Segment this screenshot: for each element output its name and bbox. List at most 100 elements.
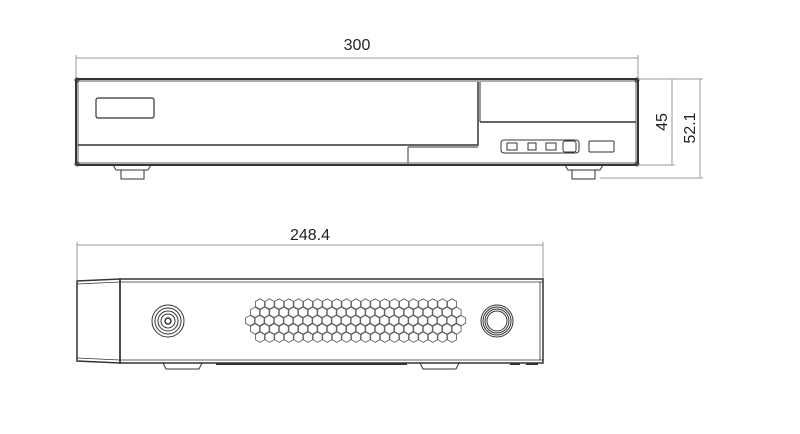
- vent-hole: [370, 298, 381, 310]
- vent-hole: [351, 331, 361, 343]
- vent-hole: [255, 331, 265, 343]
- vent-hole: [351, 298, 361, 310]
- bnc-connector: [151, 304, 185, 338]
- vent-hole: [307, 323, 318, 335]
- vent-hole: [293, 331, 304, 343]
- vent-hole: [446, 314, 457, 327]
- vent-hole: [360, 298, 371, 310]
- vent-hole: [302, 314, 313, 327]
- vent-hole: [331, 331, 342, 343]
- vent-hole: [274, 331, 285, 343]
- vent-hole: [413, 306, 424, 319]
- indicator-led-1: [506, 142, 518, 151]
- display-window: [95, 97, 155, 119]
- vent-hole: [389, 298, 400, 310]
- vent-hole: [336, 306, 347, 319]
- vent-hole: [264, 331, 275, 343]
- depth-dimension: [76, 242, 544, 280]
- vent-hole: [326, 323, 337, 335]
- vent-hole: [403, 306, 414, 319]
- vent-hole: [365, 323, 376, 335]
- vent-hole: [278, 306, 289, 319]
- vent-hole: [369, 314, 380, 327]
- front-view: 300: [74, 37, 703, 180]
- vent-hole: [245, 314, 255, 327]
- vent-hole: [250, 323, 260, 335]
- vent-hole: [408, 298, 419, 310]
- vent-hole: [269, 323, 280, 335]
- vent-hole: [384, 306, 395, 319]
- vent-hole: [399, 298, 409, 310]
- vent-hole: [408, 314, 419, 327]
- vent-hole: [389, 314, 399, 327]
- vent-hole: [379, 314, 390, 327]
- vent-hole: [370, 331, 381, 343]
- vent-hole: [303, 331, 313, 343]
- width-label: 300: [344, 37, 371, 54]
- vent-hole: [312, 314, 323, 327]
- vent-hole: [259, 323, 270, 335]
- vent-hole: [326, 306, 337, 319]
- vent-hole: [374, 323, 385, 335]
- vent-hole: [341, 298, 352, 310]
- depth-label: 248.4: [290, 227, 330, 244]
- vent-hole: [432, 323, 443, 335]
- indicator-led-2: [527, 142, 537, 151]
- vent-hole: [255, 298, 265, 310]
- vent-hole: [447, 298, 457, 310]
- vent-hole: [278, 323, 289, 335]
- vent-hole: [422, 306, 433, 319]
- vent-hole: [451, 323, 462, 335]
- vent-hole: [437, 298, 448, 310]
- vent-hole: [341, 314, 351, 327]
- usb-port: [588, 140, 615, 153]
- vent-hole: [336, 323, 347, 335]
- side-body: [76, 278, 544, 364]
- vent-hole: [437, 331, 448, 343]
- vent-hole: [346, 306, 356, 319]
- power-button: [562, 140, 577, 153]
- vent-hole: [312, 298, 323, 310]
- vent-hole: [355, 306, 366, 319]
- vent-hole: [379, 298, 390, 310]
- vent-hole: [283, 331, 294, 343]
- vent-hole: [259, 306, 270, 319]
- vent-hole: [394, 323, 404, 335]
- vent-hole: [298, 323, 308, 335]
- vent-hole: [288, 323, 299, 335]
- vent-hole: [442, 323, 452, 335]
- vent-hole: [307, 306, 318, 319]
- vent-hole: [350, 314, 361, 327]
- vent-hole: [288, 306, 299, 319]
- vent-hole: [451, 306, 462, 319]
- vent-hole: [298, 306, 308, 319]
- vent-hole: [374, 306, 385, 319]
- vent-hole: [413, 323, 424, 335]
- vent-hole: [274, 298, 285, 310]
- vent-hole: [346, 323, 356, 335]
- body-height-label: 45: [654, 113, 671, 131]
- vent-hole: [398, 314, 409, 327]
- vent-hole: [432, 306, 443, 319]
- vent-hole: [312, 331, 323, 343]
- vent-hole: [399, 331, 409, 343]
- vent-hole: [408, 331, 419, 343]
- honeycomb-vent: [245, 298, 467, 343]
- vent-hole: [355, 323, 366, 335]
- vent-hole: [360, 331, 371, 343]
- vent-hole: [389, 331, 400, 343]
- vent-hole: [293, 314, 303, 327]
- vent-hole: [384, 323, 395, 335]
- vent-hole: [360, 314, 371, 327]
- total-height-label: 52.1: [682, 112, 699, 143]
- vent-hole: [322, 331, 333, 343]
- vent-hole: [422, 323, 433, 335]
- vent-hole: [403, 323, 414, 335]
- vent-hole: [317, 323, 328, 335]
- vent-hole: [317, 306, 328, 319]
- vent-hole: [427, 298, 438, 310]
- vent-hole: [283, 298, 294, 310]
- vent-hole: [250, 306, 260, 319]
- front-feet: [112, 164, 604, 180]
